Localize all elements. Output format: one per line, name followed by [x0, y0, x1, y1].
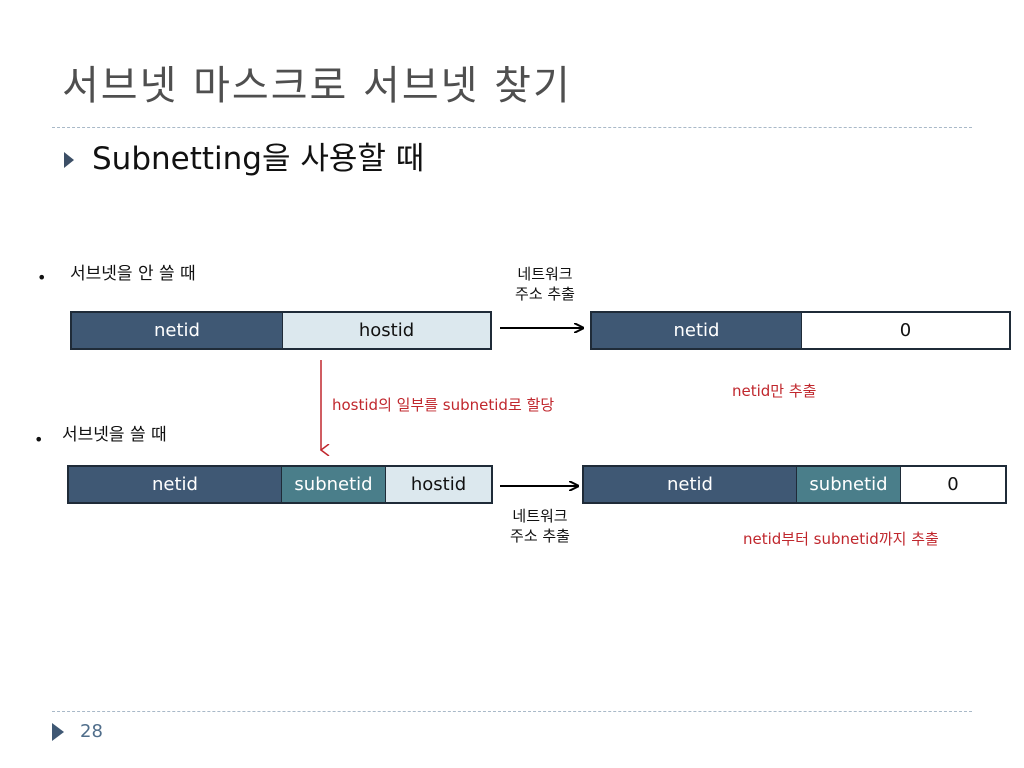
case-without-note-line2: 주소 추출	[515, 285, 575, 303]
case-with-input-bar: netid subnetid hostid	[67, 465, 493, 504]
assign-note: hostid의 일부를 subnetid로 할당	[332, 396, 555, 414]
field-zero: 0	[802, 313, 1009, 348]
case-with-note-line2: 주소 추출	[510, 527, 570, 545]
main-bullet-text: Subnetting을 사용할 때	[92, 141, 425, 177]
case-with-bullet: •	[34, 430, 44, 449]
field-netid: netid	[69, 467, 282, 502]
page-number: 28	[80, 721, 103, 742]
case-without-result-note: netid만 추출	[732, 382, 817, 400]
bullet-arrow-icon	[64, 152, 74, 168]
field-hostid: hostid	[386, 467, 491, 502]
field-hostid: hostid	[283, 313, 490, 348]
case-without-output-bar: netid 0	[590, 311, 1011, 350]
case-without-bullet: •	[37, 268, 47, 287]
field-subnetid: subnetid	[282, 467, 386, 502]
case-without-label: 서브넷을 안 쓸 때	[70, 264, 196, 284]
case-with-note: 네트워크 주소 추출	[495, 506, 585, 546]
case-with-label: 서브넷을 쓸 때	[62, 425, 167, 445]
field-zero: 0	[901, 467, 1005, 502]
case-without-note: 네트워크 주소 추출	[500, 264, 590, 304]
case-without-input-bar: netid hostid	[70, 311, 492, 350]
field-netid: netid	[72, 313, 283, 348]
case-with-output-bar: netid subnetid 0	[582, 465, 1007, 504]
footer-divider	[52, 711, 972, 712]
footer-arrow-icon	[52, 723, 64, 741]
field-netid: netid	[592, 313, 802, 348]
slide-title: 서브넷 마스크로 서브넷 찾기	[62, 63, 572, 109]
case-with-note-line1: 네트워크	[512, 507, 568, 525]
field-netid: netid	[584, 467, 797, 502]
case-without-note-line1: 네트워크	[517, 265, 573, 283]
field-subnetid: subnetid	[797, 467, 901, 502]
case-with-result-note: netid부터 subnetid까지 추출	[743, 530, 939, 548]
title-divider	[52, 127, 972, 128]
